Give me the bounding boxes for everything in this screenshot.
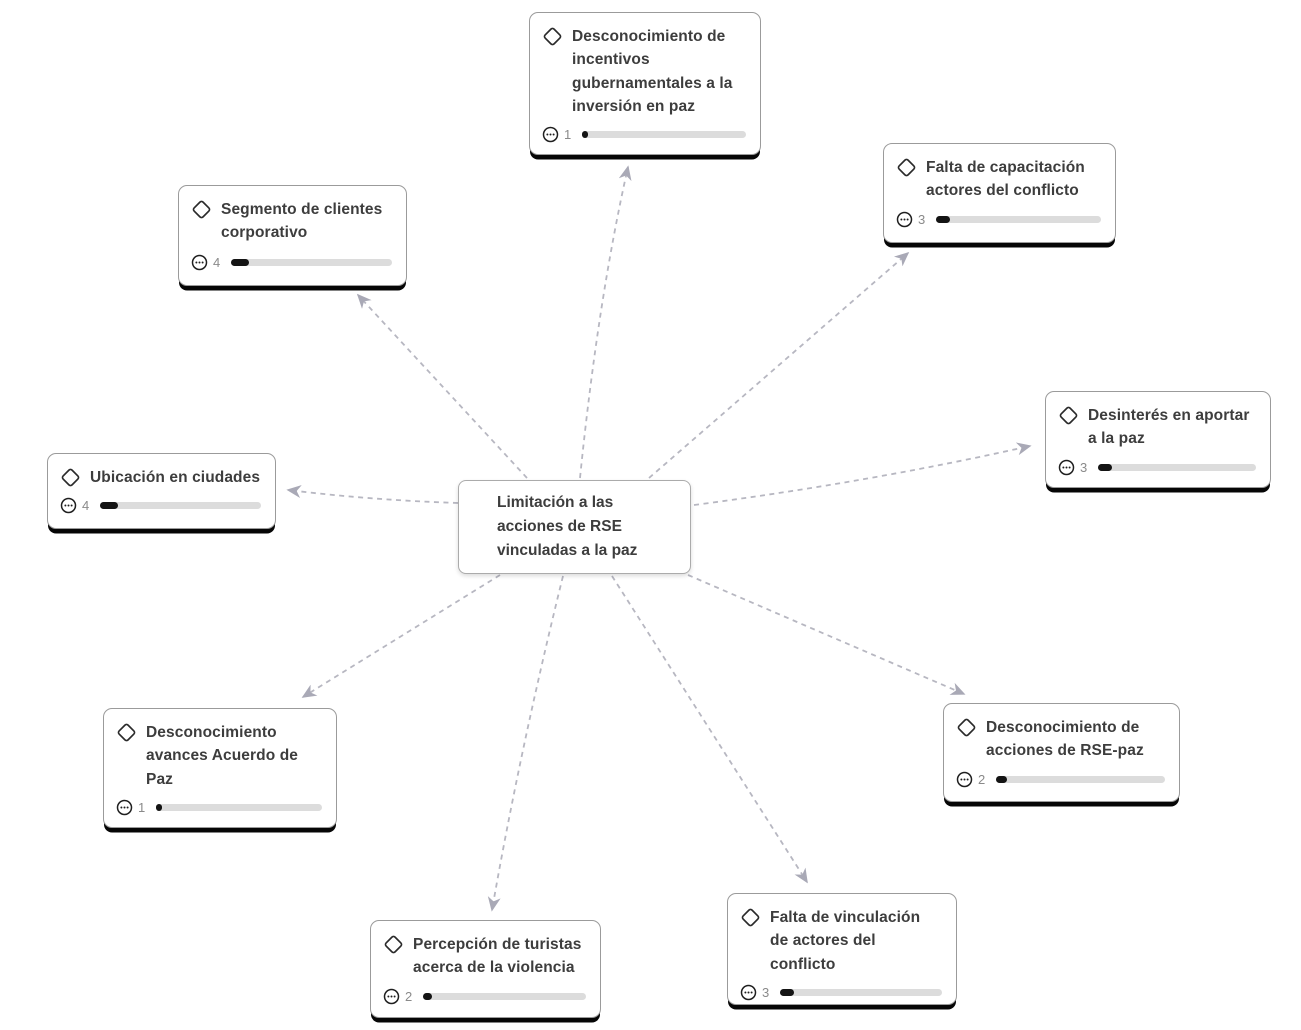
node-label: Ubicación en ciudades bbox=[90, 469, 261, 486]
groundedness-bar bbox=[231, 259, 392, 266]
code-diamond-icon bbox=[192, 200, 211, 219]
code-diamond-icon bbox=[957, 718, 976, 737]
groundedness-bar bbox=[936, 216, 1101, 223]
quotation-count-icon bbox=[896, 211, 913, 228]
node-card-ubicacion-ciudades[interactable]: Ubicación en ciudades 4 bbox=[47, 453, 276, 529]
node-label: Desconocimiento de incentivos gubernamen… bbox=[572, 28, 733, 115]
quotation-count: 3 bbox=[918, 212, 926, 227]
quotation-count-icon bbox=[383, 988, 400, 1004]
quotation-count-icon bbox=[116, 799, 133, 815]
edge-to-desinteres-aportar-paz[interactable] bbox=[693, 442, 1032, 506]
code-diamond-icon bbox=[61, 468, 80, 487]
node-label: Desconocimiento de acciones de RSE-paz bbox=[986, 719, 1144, 760]
node-card-falta-vinculacion[interactable]: Falta de vinculación de actores del conf… bbox=[727, 893, 957, 1005]
code-diamond-icon bbox=[117, 723, 136, 742]
edge-to-segmento-clientes[interactable] bbox=[356, 293, 528, 479]
node-card-falta-capacitacion[interactable]: Falta de capacitación actores del confli… bbox=[883, 143, 1116, 243]
groundedness-bar bbox=[1098, 463, 1256, 471]
node-label: Segmento de clientes corporativo bbox=[221, 201, 383, 242]
quotation-count-icon bbox=[1058, 459, 1075, 475]
quotation-count: 4 bbox=[82, 498, 90, 514]
groundedness-bar bbox=[423, 992, 586, 1000]
node-label: Desconocimiento avances Acuerdo de Paz bbox=[146, 724, 298, 788]
quotation-count: 2 bbox=[405, 988, 413, 1004]
groundedness-bar bbox=[156, 803, 322, 811]
quotation-count: 3 bbox=[1080, 459, 1088, 475]
edge-to-desconocimiento-rse-paz[interactable] bbox=[687, 574, 966, 695]
quotation-count-icon bbox=[60, 498, 77, 514]
edge-to-falta-vinculacion[interactable] bbox=[611, 575, 808, 884]
edge-to-desconocimiento-incentivos[interactable] bbox=[579, 165, 632, 479]
node-label: Desinterés en aportar a la paz bbox=[1088, 407, 1250, 448]
node-card-desconocimiento-rse-paz[interactable]: Desconocimiento de acciones de RSE-paz 2 bbox=[943, 703, 1180, 802]
center-node-label: Limitación a las acciones de RSE vincula… bbox=[497, 493, 638, 559]
groundedness-bar bbox=[100, 502, 261, 510]
quotation-count: 4 bbox=[213, 255, 221, 270]
code-diamond-icon bbox=[543, 27, 562, 46]
code-diamond-icon bbox=[897, 158, 916, 177]
quotation-count-icon bbox=[191, 254, 208, 271]
center-node-limitacion-rse[interactable]: Limitación a las acciones de RSE vincula… bbox=[458, 480, 691, 574]
code-diamond-icon bbox=[741, 908, 760, 927]
code-diamond-icon bbox=[384, 935, 403, 954]
quotation-count: 1 bbox=[138, 799, 146, 815]
node-card-desconocimiento-avances[interactable]: Desconocimiento avances Acuerdo de Paz 1 bbox=[103, 708, 337, 828]
edge-to-ubicacion-ciudades[interactable] bbox=[286, 485, 459, 504]
node-card-desconocimiento-incentivos[interactable]: Desconocimiento de incentivos gubernamen… bbox=[529, 12, 761, 155]
quotation-count: 1 bbox=[564, 127, 572, 142]
groundedness-bar bbox=[780, 988, 942, 996]
edge-to-percepcion-turistas[interactable] bbox=[487, 575, 564, 912]
groundedness-bar bbox=[996, 775, 1165, 783]
node-label: Falta de vinculación de actores del conf… bbox=[770, 909, 921, 973]
quotation-count-icon bbox=[956, 771, 973, 787]
node-card-percepcion-turistas[interactable]: Percepción de turistas acerca de la viol… bbox=[370, 920, 601, 1018]
edge-to-falta-capacitacion[interactable] bbox=[648, 251, 910, 479]
node-label: Percepción de turistas acerca de la viol… bbox=[413, 936, 582, 977]
code-diamond-icon bbox=[1059, 406, 1078, 425]
groundedness-bar bbox=[582, 131, 746, 138]
edge-to-desconocimiento-avances[interactable] bbox=[301, 574, 501, 698]
quotation-count: 3 bbox=[762, 984, 770, 1000]
node-card-segmento-clientes[interactable]: Segmento de clientes corporativo 4 bbox=[178, 185, 407, 286]
quotation-count-icon bbox=[542, 126, 559, 143]
quotation-count: 2 bbox=[978, 771, 986, 787]
node-card-desinteres-aportar-paz[interactable]: Desinterés en aportar a la paz 3 bbox=[1045, 391, 1271, 488]
node-label: Falta de capacitación actores del confli… bbox=[926, 159, 1085, 200]
quotation-count-icon bbox=[740, 984, 757, 1000]
